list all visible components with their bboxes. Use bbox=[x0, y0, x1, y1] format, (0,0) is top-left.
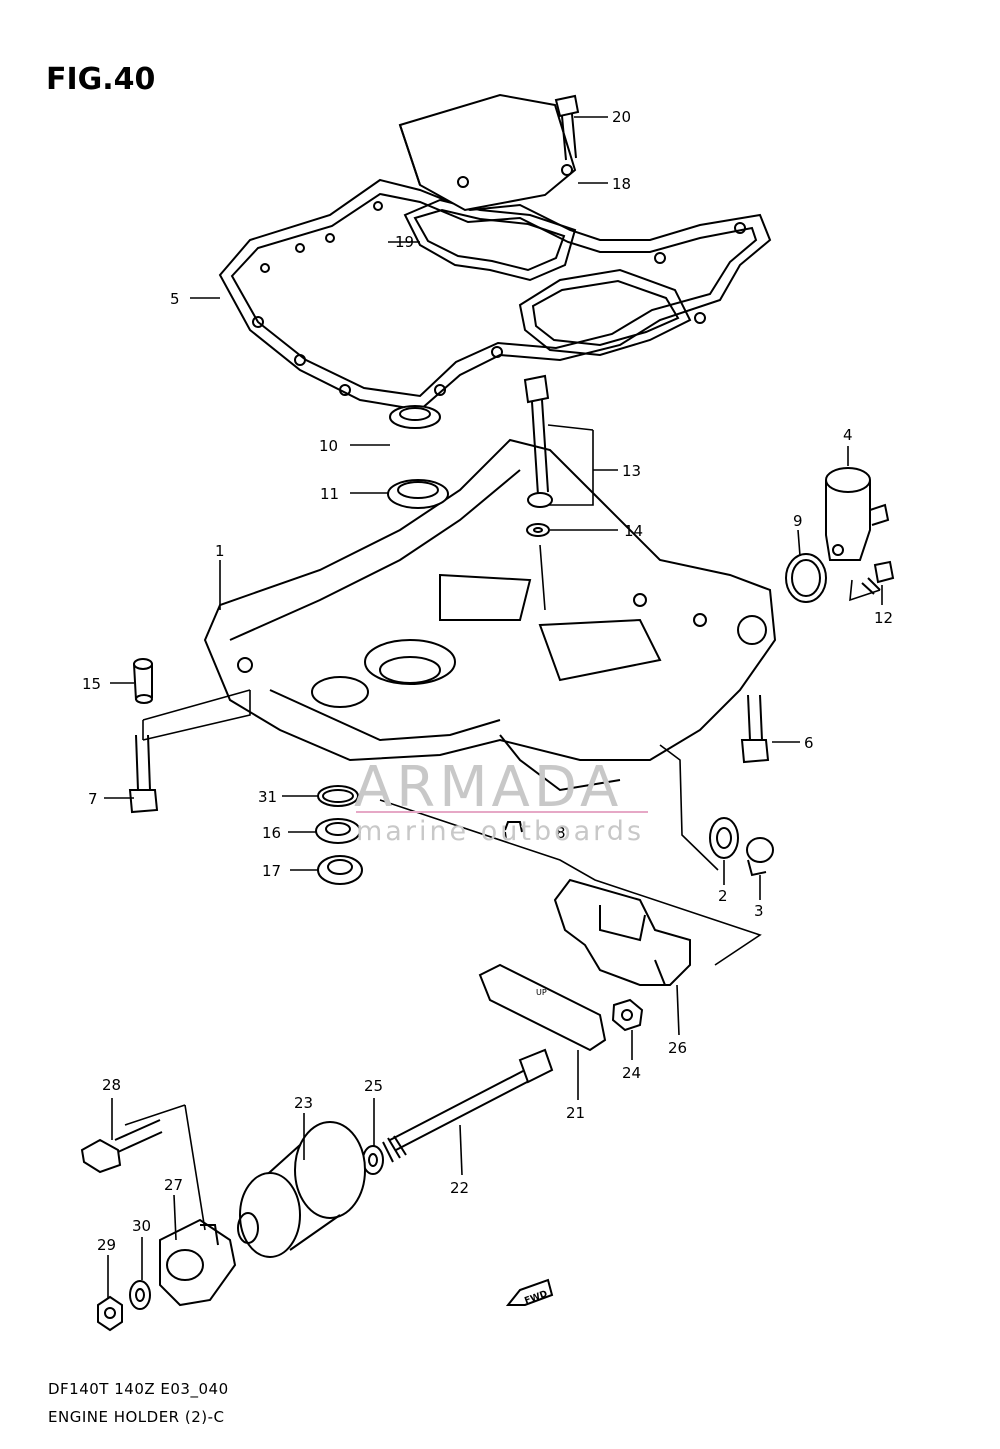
stud-part-8 bbox=[504, 821, 523, 841]
callout-2: 2 bbox=[718, 887, 728, 905]
nut-part-29 bbox=[97, 1295, 123, 1332]
bolt-part-7 bbox=[128, 734, 159, 814]
through-bolt-part-22 bbox=[382, 1048, 554, 1163]
bolt-part-20 bbox=[554, 94, 580, 161]
bolt-part-6 bbox=[740, 694, 770, 764]
callout-13: 13 bbox=[622, 462, 641, 480]
callout-30: 30 bbox=[132, 1217, 151, 1235]
bolt-part-28 bbox=[80, 1119, 163, 1174]
callout-25: 25 bbox=[364, 1077, 383, 1095]
washer-part-14 bbox=[526, 523, 550, 537]
callout-7: 7 bbox=[88, 790, 98, 808]
callout-27: 27 bbox=[164, 1176, 183, 1194]
callout-18: 18 bbox=[612, 175, 631, 193]
plug-part-3 bbox=[746, 837, 774, 877]
callout-31: 31 bbox=[258, 788, 277, 806]
forward-arrow-icon: FWD bbox=[505, 1278, 554, 1307]
o-ring-part-9 bbox=[785, 553, 827, 603]
callout-14: 14 bbox=[624, 522, 643, 540]
callout-5: 5 bbox=[170, 290, 180, 308]
figure-title: FIG.40 bbox=[46, 62, 156, 97]
callout-29: 29 bbox=[97, 1236, 116, 1254]
water-outlet-part-4 bbox=[825, 467, 890, 561]
callout-12: 12 bbox=[874, 609, 893, 627]
washer-part-25 bbox=[362, 1145, 384, 1175]
callout-6: 6 bbox=[804, 734, 814, 752]
leader-lines bbox=[104, 116, 883, 1298]
watermark-tagline: marine outboards bbox=[356, 816, 644, 847]
plate-part-21: UP bbox=[478, 963, 607, 1052]
oil-seal-part-10 bbox=[389, 405, 441, 429]
callout-4: 4 bbox=[843, 426, 853, 444]
callout-22: 22 bbox=[450, 1179, 469, 1197]
plate-up-marking: UP bbox=[536, 988, 547, 997]
callout-17: 17 bbox=[262, 862, 281, 880]
nut-part-24 bbox=[611, 998, 644, 1032]
callout-20: 20 bbox=[612, 108, 631, 126]
watermark: ARMADA marine outboards bbox=[354, 755, 648, 847]
callout-numbers: 20 18 19 5 10 11 13 4 14 9 1 12 15 6 7 3… bbox=[82, 108, 893, 1254]
group-lines bbox=[124, 424, 881, 1231]
mount-bracket-part-26 bbox=[553, 878, 691, 986]
callout-10: 10 bbox=[319, 437, 338, 455]
callout-9: 9 bbox=[793, 512, 803, 530]
dowel-pin-part-15 bbox=[133, 658, 153, 704]
callout-16: 16 bbox=[262, 824, 281, 842]
callout-11: 11 bbox=[320, 485, 339, 503]
oil-seal-part-17 bbox=[317, 855, 363, 885]
bolt-part-13 bbox=[523, 374, 553, 508]
callout-23: 23 bbox=[294, 1094, 313, 1112]
callout-1: 1 bbox=[215, 542, 225, 560]
snap-ring-part-31 bbox=[317, 785, 359, 807]
callout-26: 26 bbox=[668, 1039, 687, 1057]
gasket-part-2 bbox=[709, 817, 739, 859]
callout-24: 24 bbox=[622, 1064, 641, 1082]
rubber-mount-part-23 bbox=[237, 1121, 366, 1258]
engine-holder-part-1 bbox=[203, 438, 777, 792]
washer-part-30 bbox=[129, 1280, 151, 1310]
bolt-part-12 bbox=[861, 560, 895, 595]
inner-gasket-part-19 bbox=[403, 198, 692, 357]
oil-seal-part-11 bbox=[387, 479, 449, 509]
assembly-name: ENGINE HOLDER (2)-C bbox=[48, 1408, 225, 1426]
callout-15: 15 bbox=[82, 675, 101, 693]
callout-8: 8 bbox=[556, 824, 566, 842]
mount-housing-part-27 bbox=[159, 1218, 237, 1307]
callout-3: 3 bbox=[754, 902, 764, 920]
main-gasket-part-5 bbox=[218, 178, 772, 412]
callout-21: 21 bbox=[566, 1104, 585, 1122]
callout-28: 28 bbox=[102, 1076, 121, 1094]
watermark-brand: ARMADA bbox=[354, 755, 622, 820]
cover-plate-part-18 bbox=[398, 93, 577, 212]
callout-19: 19 bbox=[395, 233, 414, 251]
model-code: DF140T 140Z E03_040 bbox=[48, 1380, 229, 1398]
bearing-part-16 bbox=[315, 818, 361, 844]
